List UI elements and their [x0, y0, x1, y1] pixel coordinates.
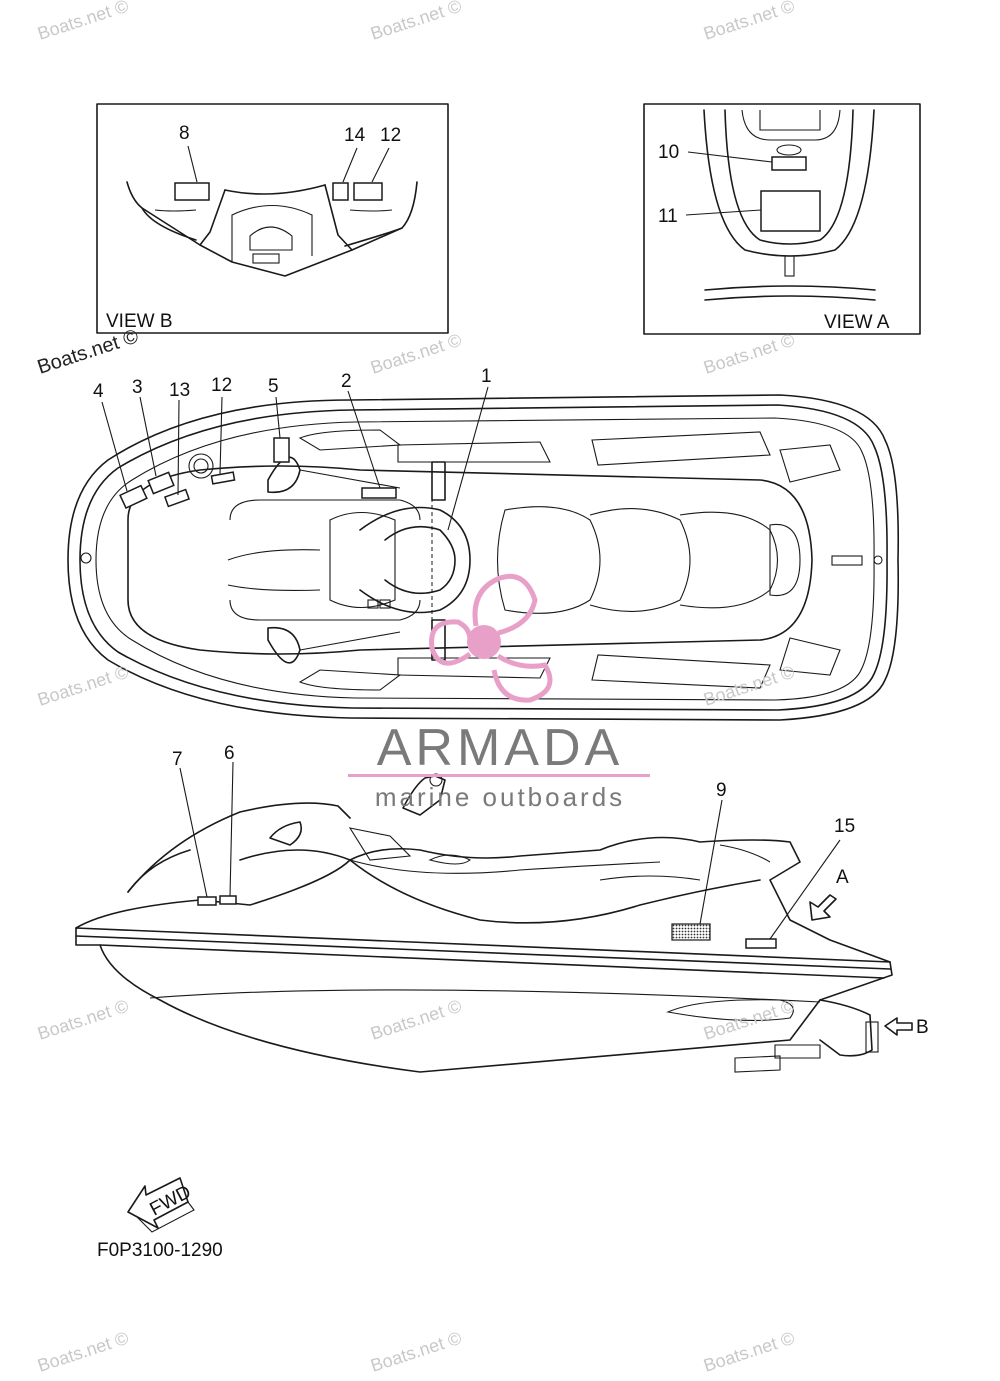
- watermark: Boats.net ©: [701, 662, 797, 710]
- decal-2: [361, 487, 397, 499]
- decal-7: [197, 896, 217, 906]
- callout-15: 15: [834, 816, 855, 837]
- watermark: Boats.net ©: [701, 0, 797, 44]
- watermark: Boats.net ©: [35, 1328, 131, 1376]
- decal-10: [771, 156, 807, 171]
- decal-11: [760, 190, 821, 232]
- side-view-watercraft: 7 6 9 15 A B: [75, 743, 929, 1073]
- watermark: Boats.net ©: [701, 330, 797, 378]
- propeller-icon: [429, 573, 553, 703]
- part-code: F0P3100-1290: [97, 1240, 223, 1261]
- view-b-caption: VIEW B: [106, 311, 173, 332]
- decal-6: [219, 895, 237, 905]
- decal-9: [671, 923, 711, 941]
- fwd-arrow-icon: FWD: [127, 1177, 195, 1233]
- callout-14: 14: [344, 125, 366, 146]
- brand-name: ARMADA: [377, 719, 623, 777]
- arrow-b-label: B: [916, 1017, 929, 1038]
- decal-8: [174, 182, 210, 201]
- decal-12-top: [210, 471, 236, 485]
- view-a-caption: VIEW A: [824, 312, 890, 333]
- view-a-arrow-icon: [809, 894, 837, 921]
- watermark: Boats.net ©: [368, 996, 464, 1044]
- callout-4: 4: [93, 381, 104, 402]
- decal-12: [353, 182, 383, 201]
- watermark: Boats.net ©: [701, 1328, 797, 1376]
- callout-12: 12: [380, 125, 401, 146]
- callout-8: 8: [179, 123, 190, 144]
- callout-6: 6: [224, 743, 235, 764]
- callout-12-top: 12: [211, 375, 232, 396]
- callout-9: 9: [716, 780, 727, 801]
- watermark: Boats.net ©: [368, 1328, 464, 1376]
- view-b-arrow-icon: [884, 1017, 913, 1036]
- decal-14: [332, 182, 349, 201]
- callout-11: 11: [658, 206, 678, 227]
- callout-7: 7: [172, 749, 183, 770]
- decal-15: [745, 938, 777, 949]
- view-a-panel: 10 11 VIEW A: [643, 103, 921, 335]
- callout-10: 10: [658, 142, 679, 163]
- decal-5: [273, 437, 290, 463]
- watermark: Boats.net ©: [35, 996, 131, 1044]
- arrow-a-label: A: [836, 867, 849, 888]
- watermark: Boats.net ©: [368, 330, 464, 378]
- watermark: Boats.net ©: [368, 0, 464, 44]
- callout-3: 3: [132, 377, 143, 398]
- watermark: Boats.net ©: [35, 662, 131, 710]
- watermark: Boats.net ©: [35, 325, 142, 378]
- view-b-panel: 8 14 12 VIEW B: [96, 103, 449, 334]
- brand-tagline: marine outboards: [375, 782, 625, 812]
- callout-13: 13: [169, 380, 190, 401]
- decal-13: [163, 488, 191, 508]
- armada-logo: ARMADA marine outboards: [348, 573, 650, 812]
- watermark: Boats.net ©: [35, 0, 131, 44]
- callout-2: 2: [341, 371, 352, 392]
- callout-1: 1: [481, 366, 492, 387]
- top-view-watercraft: 4 3 13 12 5 2 1: [67, 366, 900, 721]
- watermark: Boats.net ©: [701, 996, 797, 1044]
- fwd-label: FWD: [146, 1182, 194, 1221]
- watermarks: Boats.net © Boats.net © Boats.net © Boat…: [35, 0, 797, 1376]
- callout-5: 5: [268, 376, 279, 397]
- decal-3: [147, 471, 175, 495]
- decal-4: [119, 484, 148, 509]
